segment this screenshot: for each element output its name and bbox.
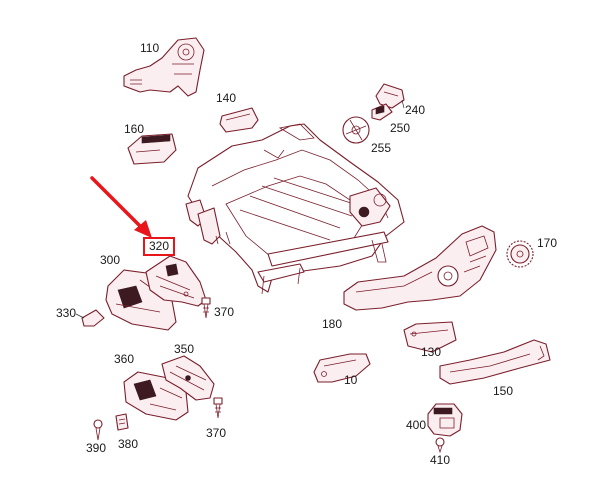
label-380: 380 bbox=[118, 437, 139, 451]
part-130-trim bbox=[403, 321, 457, 353]
label-320: 320 bbox=[148, 239, 170, 253]
label-110: 110 bbox=[140, 41, 160, 55]
part-370-screw-upper bbox=[201, 297, 211, 319]
label-255: 255 bbox=[371, 141, 392, 155]
label-350: 350 bbox=[174, 342, 195, 356]
label-130: 130 bbox=[421, 345, 442, 359]
label-180: 180 bbox=[322, 317, 343, 331]
part-140-cover bbox=[219, 107, 259, 133]
part-10-handle bbox=[313, 353, 371, 383]
part-390-screw bbox=[93, 419, 103, 441]
part-400-motor bbox=[427, 403, 463, 437]
label-160: 160 bbox=[124, 122, 145, 136]
label-250: 250 bbox=[390, 121, 411, 135]
label-390: 390 bbox=[86, 441, 107, 455]
part-150-trim-strip bbox=[439, 339, 551, 385]
part-350-bracket bbox=[161, 355, 215, 401]
part-410-screw bbox=[435, 437, 445, 454]
callout-arrow bbox=[90, 176, 152, 238]
label-400: 400 bbox=[406, 418, 427, 432]
part-240-clip bbox=[375, 83, 405, 109]
seat-frame bbox=[185, 123, 405, 295]
label-370-upper: 370 bbox=[214, 305, 235, 319]
part-320-bracket bbox=[145, 255, 207, 307]
label-240: 240 bbox=[405, 103, 426, 117]
part-160-switch bbox=[127, 133, 177, 165]
label-140: 140 bbox=[216, 91, 237, 105]
part-380-plug bbox=[115, 413, 129, 431]
label-330: 330 bbox=[56, 306, 77, 320]
part-110-bracket bbox=[123, 37, 205, 97]
part-255-washer bbox=[342, 116, 370, 144]
highlight-callout-box: 320 bbox=[143, 237, 175, 256]
part-250-clip bbox=[371, 103, 393, 121]
part-170-knob bbox=[506, 240, 534, 268]
label-10: 10 bbox=[344, 373, 358, 387]
part-370-screw-lower bbox=[213, 397, 223, 419]
part-330-connector bbox=[75, 309, 105, 327]
label-170: 170 bbox=[537, 236, 558, 250]
label-410: 410 bbox=[430, 453, 451, 467]
label-300: 300 bbox=[100, 253, 121, 267]
label-150: 150 bbox=[493, 384, 514, 398]
label-370-lower: 370 bbox=[206, 426, 227, 440]
part-180-side-panel bbox=[343, 225, 497, 311]
label-360: 360 bbox=[114, 352, 135, 366]
